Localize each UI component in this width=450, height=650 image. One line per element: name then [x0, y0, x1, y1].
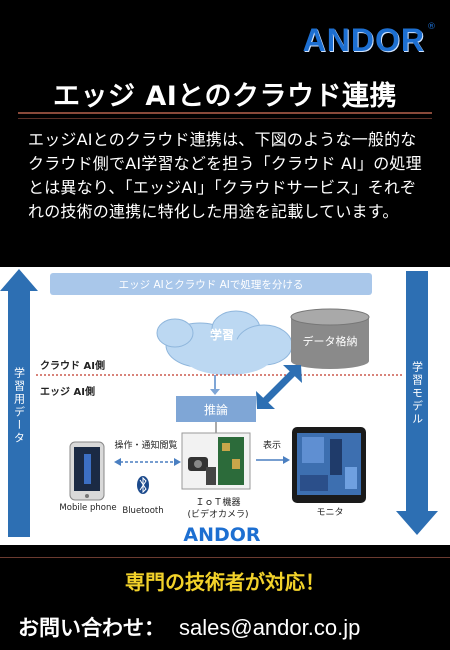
title-divider — [18, 112, 432, 114]
bluetooth-label: Bluetooth — [122, 506, 163, 516]
contact-line: お問い合わせ： sales@andor.co.jp — [18, 612, 438, 642]
cloud-down-arrow — [210, 375, 220, 395]
db-label: データ格納 — [303, 334, 358, 348]
diagram-svg: 学習用データ 学習モデル エッジ AIとクラウド AIで処理を分ける 学習 デー… — [0, 269, 438, 545]
operation-label: 操作・通知閲覧 — [114, 439, 177, 451]
contact-label: お問い合わせ： — [18, 616, 165, 640]
bluetooth-icon — [137, 476, 149, 494]
title-divider-thin — [18, 118, 432, 119]
footer-divider — [0, 557, 450, 558]
diagram-logo: ANDOR — [183, 524, 261, 545]
iot-sub-label: (ビデオカメラ) — [187, 508, 248, 520]
database-icon — [290, 308, 370, 369]
contact-email-link[interactable]: sales@andor.co.jp — [179, 615, 361, 640]
mobile-phone-icon — [69, 441, 105, 501]
monitor-label: モニタ — [316, 507, 343, 518]
banner-box — [50, 273, 372, 295]
iot-label: ＩｏＴ機器 — [195, 496, 240, 508]
brand-logo-text: ANDOR — [302, 22, 425, 58]
architecture-diagram: 学習用データ 学習モデル エッジ AIとクラウド AIで処理を分ける 学習 デー… — [0, 267, 450, 545]
monitor-icon — [292, 427, 366, 503]
edge-side-label: エッジ AI側 — [40, 385, 95, 398]
banner-text: エッジ AIとクラウド AIで処理を分ける — [119, 278, 304, 291]
iot-monitor-arrow — [256, 456, 290, 464]
cloud-shape — [156, 310, 293, 375]
cloud-side-label: クラウド AI側 — [40, 359, 105, 372]
right-arrow-label: 学習モデル — [411, 360, 424, 426]
phone-label: Mobile phone — [59, 503, 116, 513]
cloud-label: 学習 — [210, 327, 234, 342]
left-arrow-label: 学習用データ — [13, 366, 26, 445]
display-label: 表示 — [263, 439, 281, 451]
specialist-text: 専門の技術者が対応！ — [125, 570, 325, 594]
page-title: エッジ AIとのクラウド連携 — [52, 81, 398, 112]
db-sync-arrow — [256, 365, 302, 409]
left-up-arrow — [0, 269, 38, 537]
right-down-arrow — [396, 271, 438, 535]
iot-device-icon — [181, 432, 251, 490]
registered-mark: ® — [427, 22, 436, 32]
inference-label: 推論 — [204, 402, 228, 417]
inference-box — [176, 396, 256, 422]
brand-logo: ANDOR® — [303, 22, 436, 59]
intro-text: エッジAIとのクラウド連携は、下図のような一般的なクラウド側でAI学習などを担う… — [28, 130, 422, 221]
phone-iot-arrow — [114, 458, 181, 466]
